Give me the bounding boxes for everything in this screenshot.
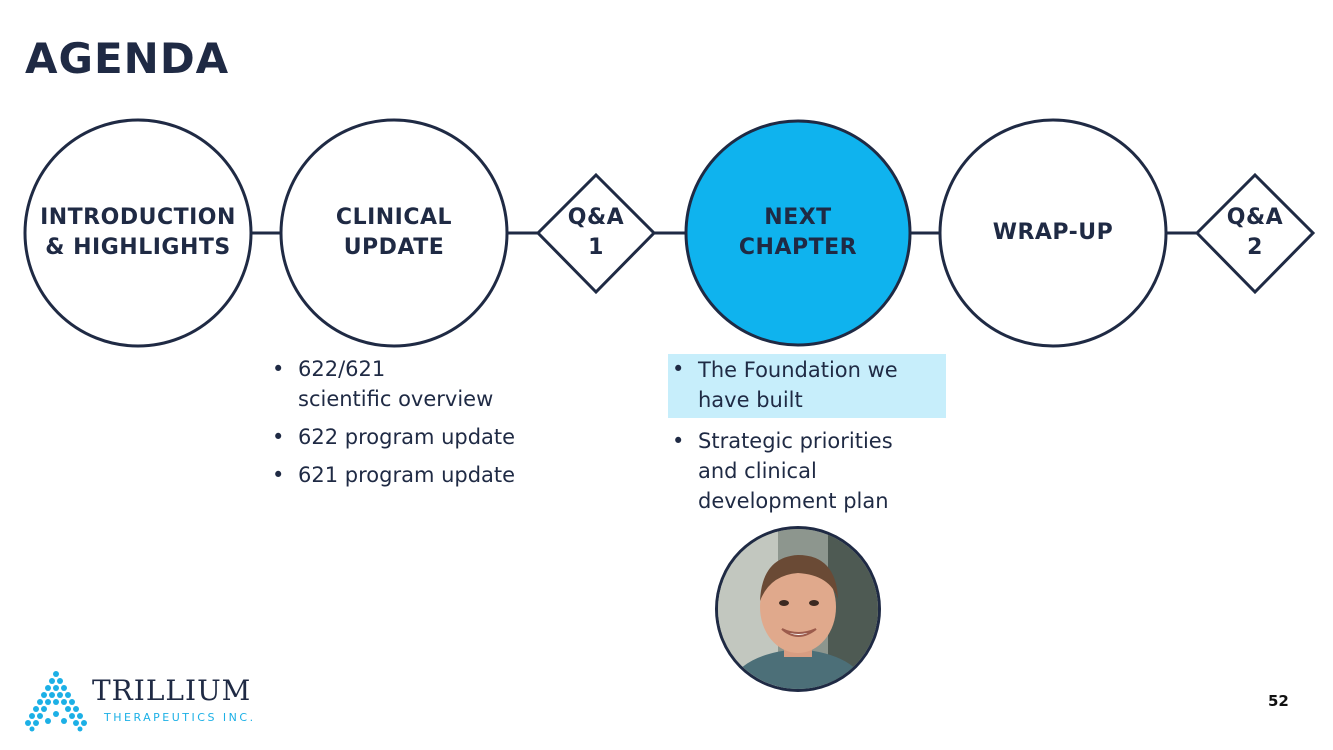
step-label-line: Q&A <box>567 205 625 230</box>
bullet-item: Strategic priorities and clinical develo… <box>668 426 946 516</box>
step-circle-wrap-up <box>938 118 1168 348</box>
bullet-text: 622 program update <box>298 425 516 449</box>
step-label-line: 1 <box>588 235 604 260</box>
page-number: 52 <box>1268 692 1289 710</box>
step-label-qa-2: Q&A 2 <box>1205 175 1305 291</box>
step-label-line: INTRODUCTION <box>40 205 236 230</box>
step-label-clinical-update: CLINICAL UPDATE <box>281 175 507 291</box>
logo-wordmark: TRILLIUM <box>92 674 252 707</box>
step-circle-clinical-update <box>279 118 509 348</box>
step-label-line: NEXT <box>764 205 832 230</box>
step-label-next-chapter: NEXT CHAPTER <box>686 175 910 291</box>
trillium-logo-icon <box>25 671 87 732</box>
step-circle-introduction <box>23 118 253 348</box>
next-chapter-bullets: The Foundation we have built Strategic p… <box>668 354 946 524</box>
step-label-line: WRAP-UP <box>992 220 1114 245</box>
step-label-wrap-up: WRAP-UP <box>940 175 1166 291</box>
bullet-text: development plan <box>698 489 889 513</box>
bullet-text: scientific overview <box>298 387 494 411</box>
slide-title: AGENDA <box>25 34 230 83</box>
speaker-portrait-illustration <box>718 529 878 689</box>
bullet-text: 621 program update <box>298 463 516 487</box>
bullet-item-highlighted: The Foundation we have built <box>668 354 946 418</box>
bullet-text: 622/621 <box>298 357 386 381</box>
step-label-qa-1: Q&A 1 <box>546 175 646 291</box>
step-label-introduction: INTRODUCTION & HIGHLIGHTS <box>25 175 251 291</box>
bullet-item: 622 program update <box>268 422 558 452</box>
step-diamond-qa-1 <box>535 172 657 295</box>
logo-subtitle: THERAPEUTICS INC. <box>104 711 256 724</box>
step-diamond-qa-2 <box>1194 172 1316 295</box>
step-circle-next-chapter <box>684 119 912 347</box>
step-label-line: CHAPTER <box>738 235 858 260</box>
step-label-line: 2 <box>1247 235 1263 260</box>
bullet-item: 622/621 scientific overview <box>268 354 558 414</box>
step-label-line: UPDATE <box>343 235 445 260</box>
bullet-item: 621 program update <box>268 460 558 490</box>
bullet-text: have built <box>698 388 803 412</box>
bullet-text: Strategic priorities <box>698 429 893 453</box>
bullet-text: and clinical <box>698 459 817 483</box>
step-label-line: & HIGHLIGHTS <box>45 235 231 260</box>
bullet-text: The Foundation we <box>698 358 898 382</box>
clinical-update-bullets: 622/621 scientific overview 622 program … <box>268 354 558 498</box>
step-label-line: CLINICAL <box>335 205 453 230</box>
step-label-line: Q&A <box>1226 205 1284 230</box>
agenda-flow-diagram <box>23 118 1316 348</box>
speaker-photo <box>715 526 881 692</box>
